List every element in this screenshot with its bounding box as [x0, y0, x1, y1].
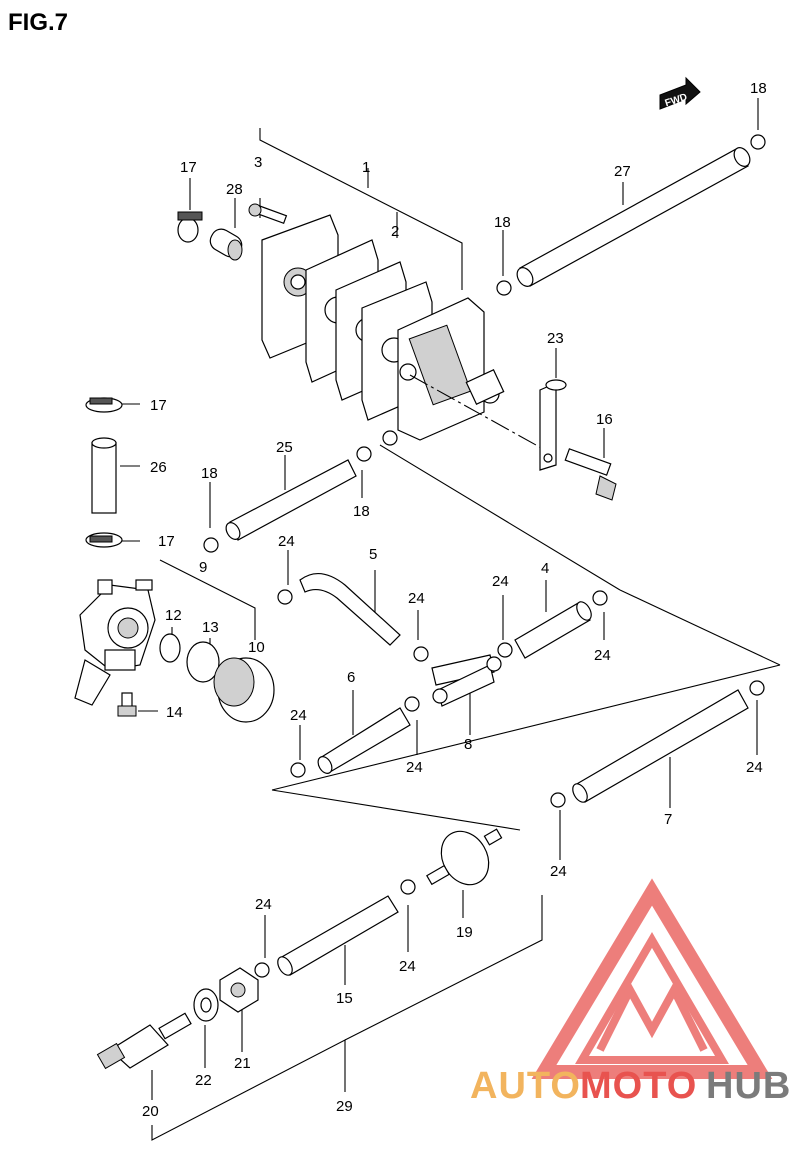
part-number-labels: 18 17 3 28 1 2 27 18 23 16 17 26 25 18 1…: [142, 80, 767, 1120]
clip-ring-part: [254, 962, 270, 978]
label-24: 24: [550, 863, 567, 880]
bolt-part: [117, 692, 137, 717]
label-13: 13: [202, 619, 219, 636]
label-24: 24: [408, 590, 425, 607]
watermark-logo: [531, 878, 773, 1079]
watermark-moto: MOTO: [580, 1065, 697, 1107]
label-23: 23: [547, 330, 564, 347]
label-14: 14: [166, 704, 183, 721]
label-16: 16: [596, 411, 613, 428]
fuel-pump-part: [74, 579, 156, 706]
bracket-part: [539, 379, 567, 471]
clip-ring-part: [277, 589, 293, 605]
hose-part: [277, 895, 399, 976]
fuel-filter-part: [426, 828, 503, 886]
label-21: 21: [234, 1055, 251, 1072]
watermark-auto: AUTO: [470, 1065, 581, 1107]
label-2: 2: [391, 223, 399, 240]
label-15: 15: [336, 990, 353, 1007]
label-29: 29: [336, 1098, 353, 1115]
clip-ring-part: [550, 792, 566, 808]
label-24: 24: [594, 647, 611, 664]
hose-part: [225, 459, 357, 541]
clip-ring-part: [749, 680, 765, 696]
label-18: 18: [201, 465, 218, 482]
label-18: 18: [494, 214, 511, 231]
label-20: 20: [142, 1103, 159, 1120]
connector-part: [96, 1012, 192, 1070]
hose-part: [514, 601, 592, 659]
label-19: 19: [456, 924, 473, 941]
joint-part: [431, 654, 502, 707]
label-8: 8: [464, 736, 472, 753]
label-24: 24: [255, 896, 272, 913]
label-18: 18: [750, 80, 767, 97]
watermark-hub: HUB: [706, 1065, 791, 1107]
filter-element-part: [159, 633, 181, 663]
hose-part: [572, 689, 749, 803]
hose-part: [91, 437, 117, 514]
label-24: 24: [399, 958, 416, 975]
label-17: 17: [180, 159, 197, 176]
label-1: 1: [362, 159, 370, 176]
label-28: 28: [226, 181, 243, 198]
gasket-ring-part: [186, 641, 220, 683]
clip-ring-part: [290, 762, 306, 778]
label-24: 24: [290, 707, 307, 724]
label-26: 26: [150, 459, 167, 476]
label-9: 9: [199, 559, 207, 576]
label-12: 12: [165, 607, 182, 624]
hose-part: [516, 147, 751, 287]
fwd-arrow-icon: FWD: [659, 76, 701, 110]
label-27: 27: [614, 163, 631, 180]
clip-ring-part: [203, 537, 219, 553]
carburetor-assembly: [261, 214, 546, 451]
label-24: 24: [746, 759, 763, 776]
leader-lines: [120, 98, 781, 1141]
clip-part: [85, 397, 123, 413]
nut-part: [219, 967, 259, 1013]
hose-part: [317, 707, 411, 774]
label-3: 3: [254, 154, 262, 171]
clip-ring-part: [400, 879, 416, 895]
label-22: 22: [195, 1072, 212, 1089]
collar-part: [209, 228, 243, 261]
label-6: 6: [347, 669, 355, 686]
label-24: 24: [492, 573, 509, 590]
label-24: 24: [278, 533, 295, 550]
label-17: 17: [158, 533, 175, 550]
label-10: 10: [248, 639, 265, 656]
label-5: 5: [369, 546, 377, 563]
filter-cup-part: [213, 657, 275, 723]
clip-ring-part: [356, 446, 372, 462]
label-7: 7: [664, 811, 672, 828]
clip-ring-part: [750, 134, 766, 150]
label-18: 18: [353, 503, 370, 520]
label-25: 25: [276, 439, 293, 456]
clip-ring-part: [592, 590, 608, 606]
hose-part: [299, 573, 401, 646]
screw-part: [248, 203, 288, 225]
figure-title: FIG.7: [8, 9, 68, 36]
clip-part: [177, 211, 203, 243]
clip-ring-part: [413, 646, 429, 662]
label-24: 24: [406, 759, 423, 776]
clip-part: [85, 532, 123, 548]
label-4: 4: [541, 560, 549, 577]
bolt-part: [564, 448, 617, 501]
label-17: 17: [150, 397, 167, 414]
clip-ring-part: [404, 696, 420, 712]
clip-ring-part: [497, 642, 513, 658]
clip-ring-part: [496, 280, 512, 296]
washer-part: [193, 988, 219, 1022]
